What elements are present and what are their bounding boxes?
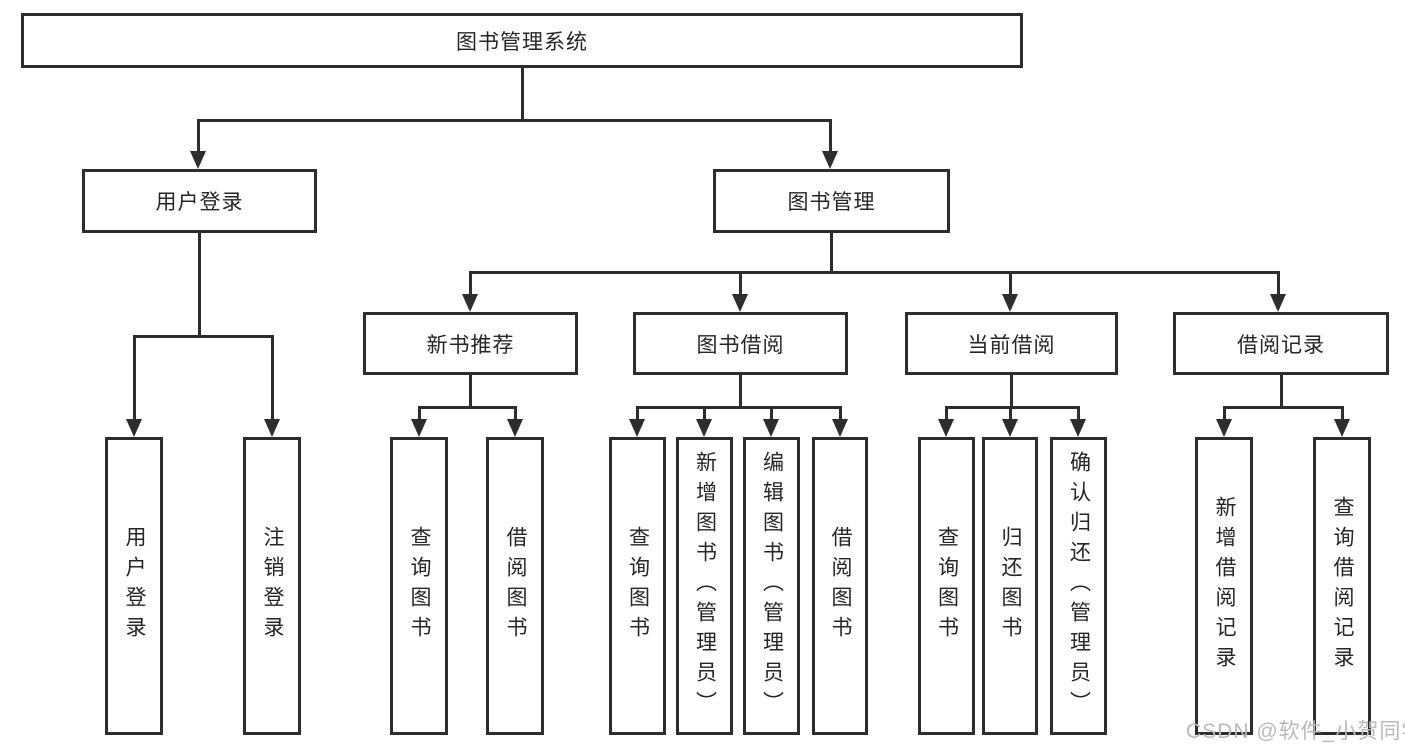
leaf-query-book-borrow: 查询图书 <box>609 437 666 735</box>
arrow-down-icon <box>696 419 712 437</box>
connector-line <box>469 375 472 409</box>
leaf-query-borrow-record: 查询借阅记录 <box>1313 437 1371 735</box>
connector-line <box>1341 406 1344 420</box>
arrow-down-icon <box>1334 419 1350 437</box>
leaf-user-login: 用户登录 <box>105 437 163 735</box>
connector-line <box>1010 375 1013 409</box>
arrow-down-icon <box>462 294 478 312</box>
arrow-down-icon <box>1002 419 1018 437</box>
connector-line <box>1277 271 1280 294</box>
arrow-down-icon <box>822 151 838 169</box>
connector-line <box>739 271 742 294</box>
arrow-down-icon <box>264 419 280 437</box>
connector-line <box>469 271 472 294</box>
connector-line <box>418 406 517 409</box>
leaf-edit-book-admin: 编辑图书（管理员） <box>743 437 800 735</box>
connector-line <box>198 233 201 337</box>
arrow-down-icon <box>938 419 954 437</box>
connector-line <box>1077 406 1080 420</box>
connector-line <box>1280 375 1283 409</box>
leaf-return-book: 归还图书 <box>982 437 1038 735</box>
connector-line <box>1223 406 1226 420</box>
node-root: 图书管理系统 <box>21 13 1023 68</box>
connector-line <box>636 406 639 420</box>
connector-line <box>521 68 524 120</box>
connector-line <box>197 119 200 152</box>
node-borrow-record: 借阅记录 <box>1173 312 1389 375</box>
connector-line <box>770 406 773 420</box>
arrow-down-icon <box>832 419 848 437</box>
connector-line <box>133 335 274 338</box>
leaf-query-book-current: 查询图书 <box>918 437 975 735</box>
leaf-add-borrow-record: 新增借阅记录 <box>1195 437 1253 735</box>
node-current-borrow: 当前借阅 <box>905 312 1118 375</box>
arrow-down-icon <box>629 419 645 437</box>
arrow-down-icon <box>1070 419 1086 437</box>
arrow-down-icon <box>1002 294 1018 312</box>
leaf-borrow-book: 借阅图书 <box>812 437 868 735</box>
connector-line <box>1223 406 1344 409</box>
connector-line <box>945 406 1080 409</box>
connector-line <box>133 335 136 419</box>
connector-line <box>839 406 842 420</box>
leaf-confirm-return-admin: 确认归还（管理员） <box>1050 437 1107 735</box>
connector-line <box>945 406 948 420</box>
connector-line <box>830 233 833 274</box>
arrow-down-icon <box>190 151 206 169</box>
arrow-down-icon <box>507 419 523 437</box>
watermark: CSDN @软件_小贺同学 <box>1186 720 1405 743</box>
node-user-login: 用户登录 <box>82 169 317 233</box>
leaf-logout: 注销登录 <box>243 437 301 735</box>
connector-line <box>469 271 1280 274</box>
leaf-borrow-book-recommend: 借阅图书 <box>486 437 544 735</box>
connector-line <box>739 375 742 409</box>
connector-line <box>271 335 274 419</box>
connector-line <box>197 119 831 122</box>
connector-line <box>703 406 706 420</box>
node-new-book-recommend: 新书推荐 <box>363 312 578 375</box>
arrow-down-icon <box>126 419 142 437</box>
connector-line <box>1009 406 1012 420</box>
node-book-management: 图书管理 <box>713 169 950 233</box>
connector-line <box>1009 271 1012 294</box>
arrow-down-icon <box>1216 419 1232 437</box>
connector-line <box>418 406 421 420</box>
connector-line <box>829 119 832 152</box>
leaf-add-book-admin: 新增图书（管理员） <box>676 437 733 735</box>
connector-line <box>514 406 517 420</box>
node-book-borrow: 图书借阅 <box>633 312 848 375</box>
arrow-down-icon <box>1270 294 1286 312</box>
arrow-down-icon <box>763 419 779 437</box>
leaf-query-book-recommend: 查询图书 <box>390 437 448 735</box>
arrow-down-icon <box>732 294 748 312</box>
arrow-down-icon <box>411 419 427 437</box>
connector-line <box>636 406 842 409</box>
